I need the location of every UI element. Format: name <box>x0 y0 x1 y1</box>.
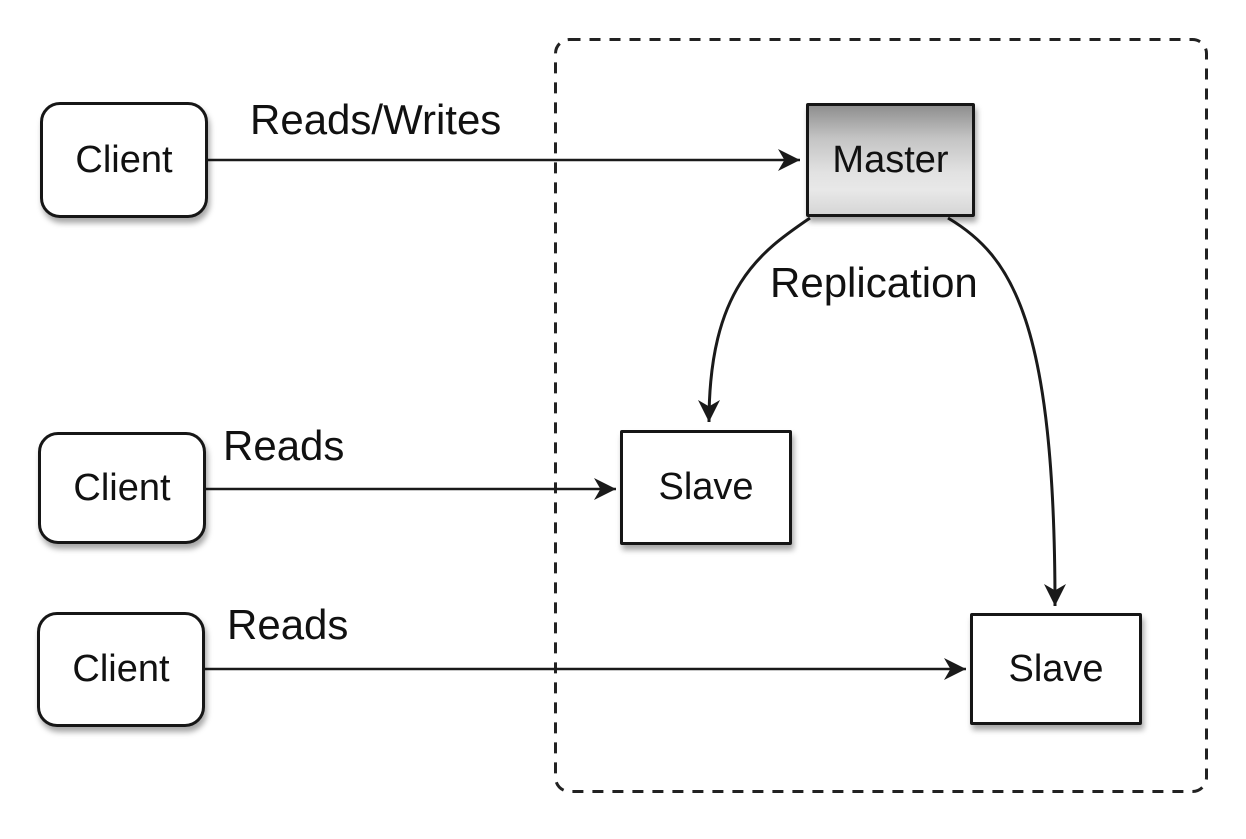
edge-master-slave2-replication-arrow <box>947 216 1066 607</box>
master-node: Master <box>806 103 975 217</box>
edge-label-reads-client3: Reads <box>227 601 349 648</box>
slave-node-1-label: Slave <box>658 466 754 508</box>
slave-node-2: Slave <box>970 613 1142 725</box>
slave-node-2-label: Slave <box>1008 647 1104 690</box>
client-node-2: Client <box>38 432 206 544</box>
edge-master-slave1-replication-arrow <box>698 216 811 423</box>
edge-label-reads-writes: Reads/Writes <box>250 96 502 143</box>
client-node-2-label: Client <box>73 466 171 509</box>
slave-node-1: Slave <box>620 430 792 545</box>
client-node-1-label: Client <box>75 138 173 181</box>
client-node-3: Client <box>37 612 205 727</box>
client-node-1: Client <box>40 102 208 218</box>
replication-cluster-boundary <box>554 38 1208 793</box>
client-node-3-label: Client <box>72 648 170 690</box>
master-node-label: Master <box>832 138 949 181</box>
edge-label-replication: Replication <box>770 259 978 306</box>
edge-label-reads-client2: Reads <box>223 422 345 469</box>
